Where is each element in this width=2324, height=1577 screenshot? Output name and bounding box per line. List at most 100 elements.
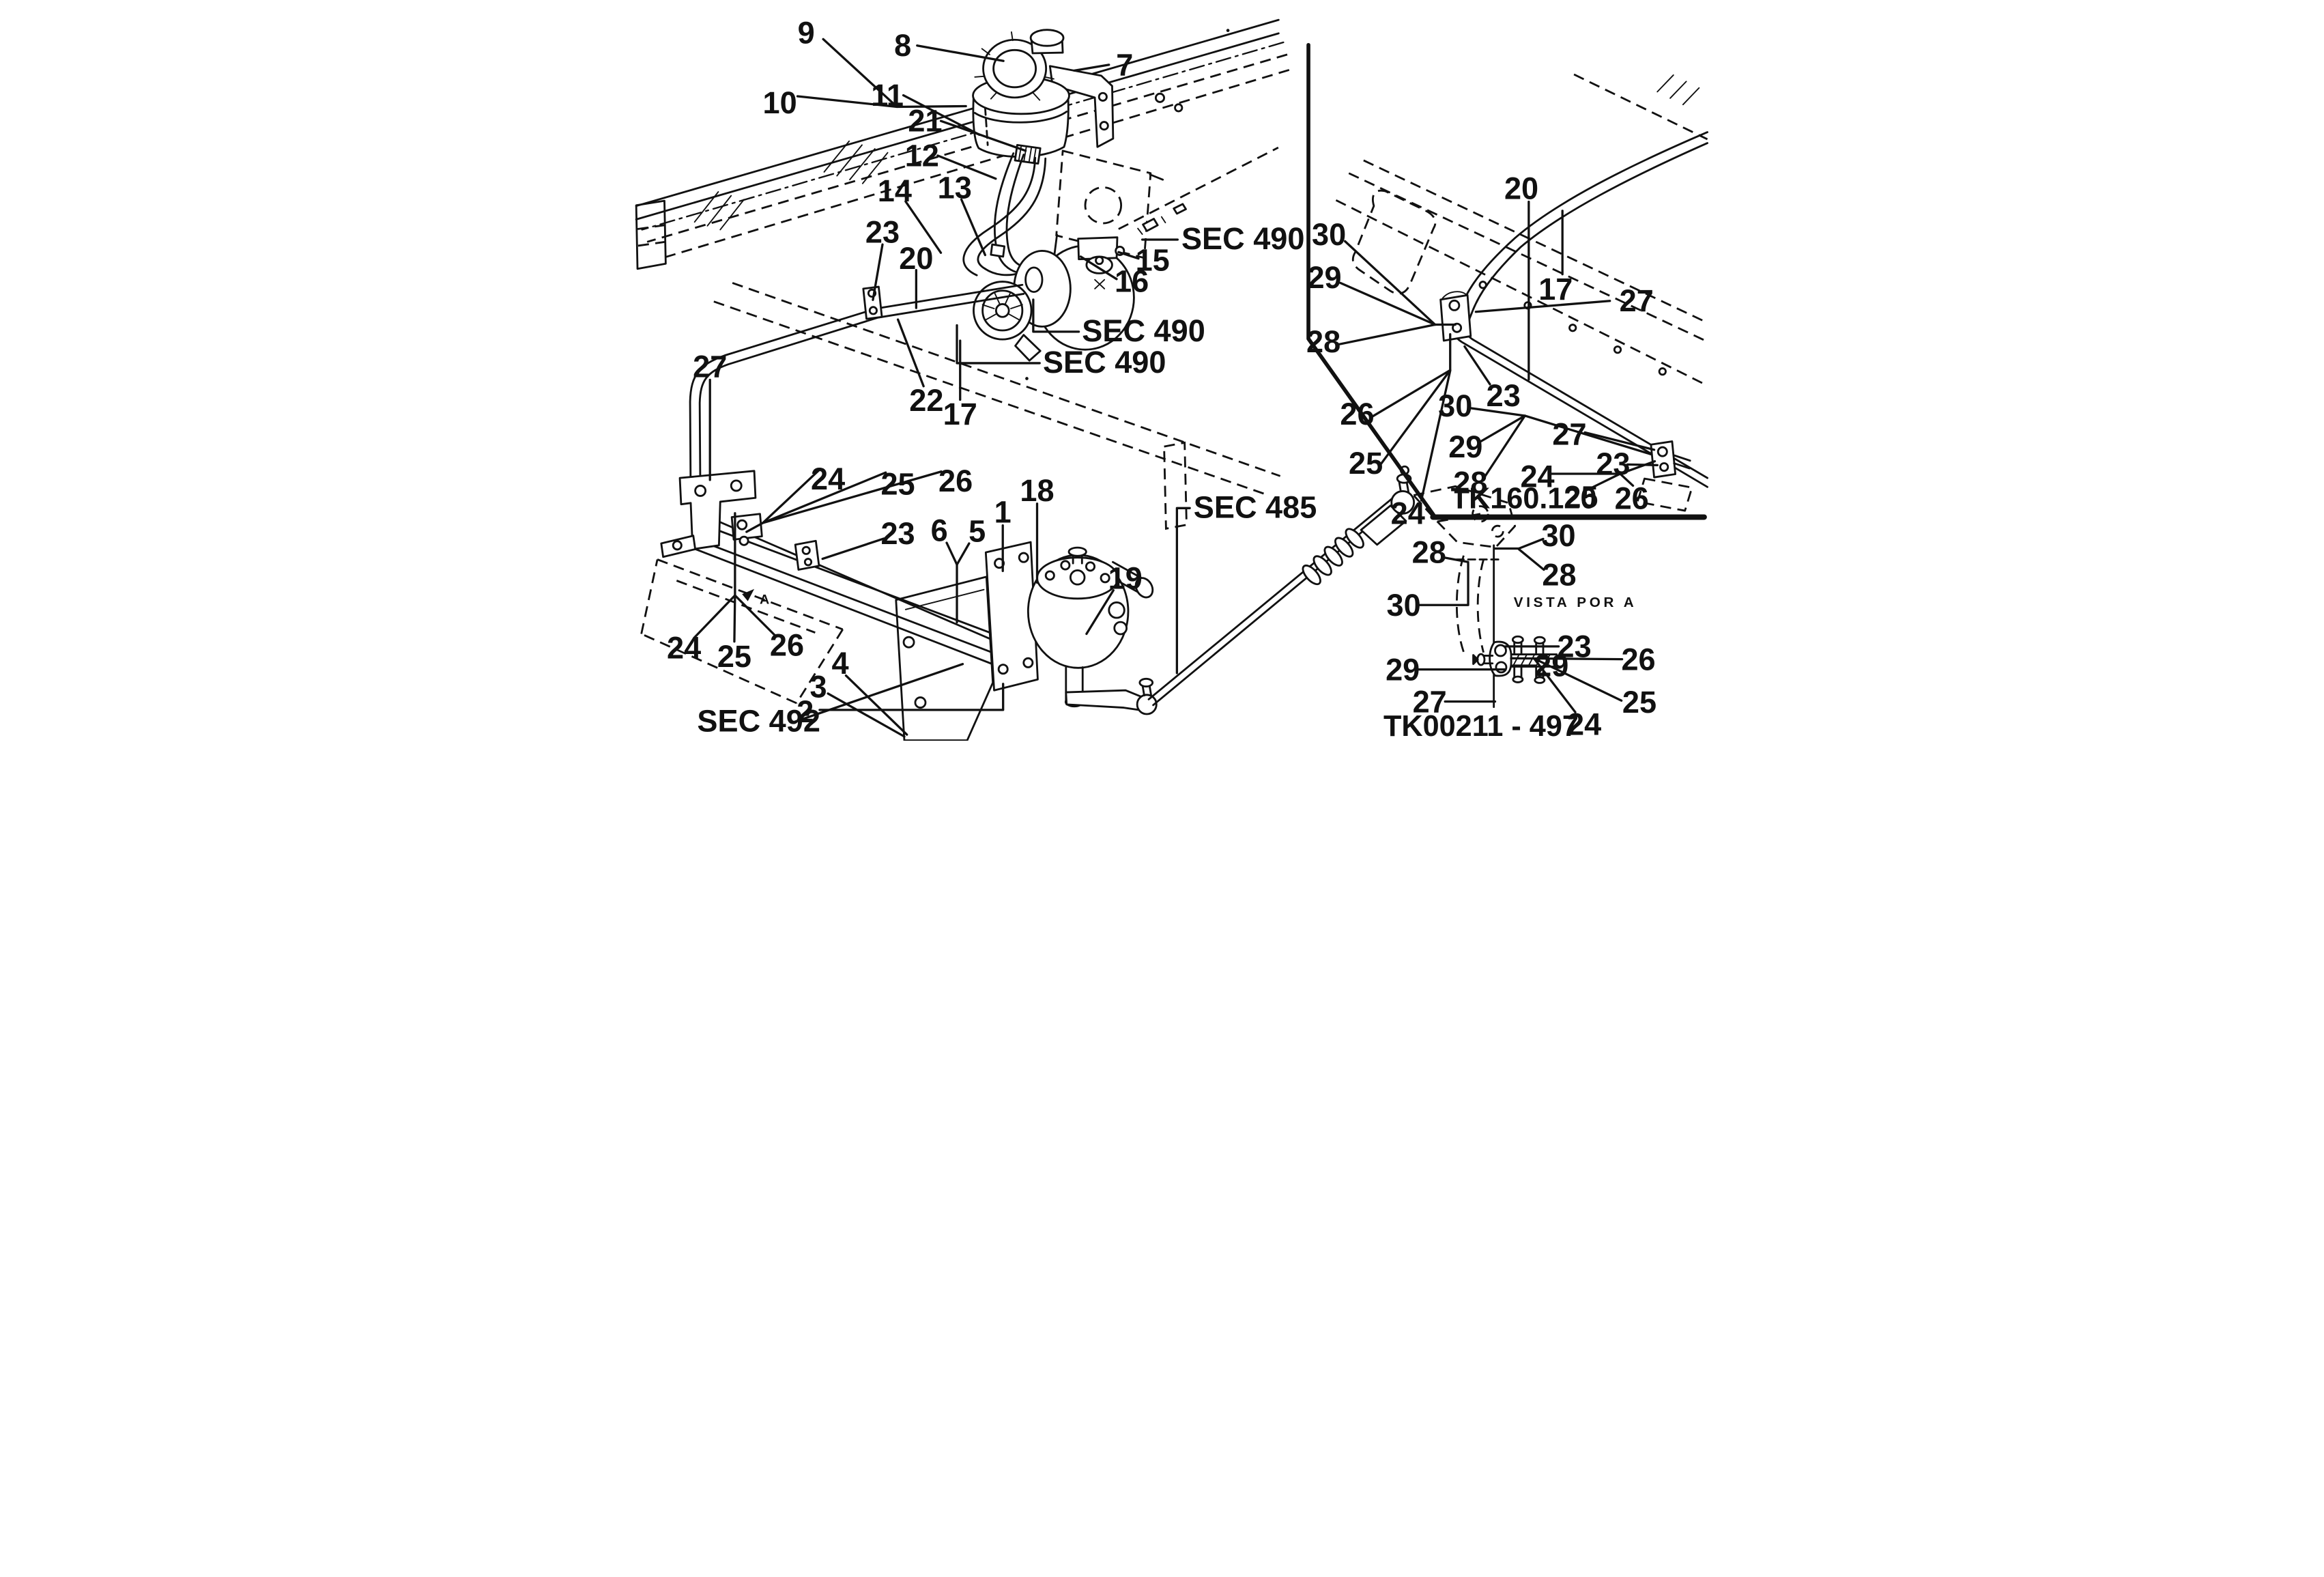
leader-part-27-39 [1474, 300, 1611, 313]
part-label-29: 29 [1448, 429, 1482, 464]
part-label-4: 4 [831, 646, 848, 681]
leader-part-29-42 [1478, 414, 1526, 444]
part-label-29: 29 [1307, 260, 1341, 295]
leader-section-1 [1031, 298, 1080, 333]
leader-part-23-19 [821, 537, 885, 560]
leader-part-30-41 [1468, 407, 1526, 417]
part-label-23: 23 [1596, 446, 1630, 481]
leader-part-4-25 [844, 674, 908, 736]
part-label-28: 28 [1453, 466, 1487, 500]
part-label-24: 24 [1390, 496, 1424, 530]
scan-dot [1024, 377, 1029, 380]
part-label-25: 25 [717, 639, 751, 674]
drag-link [1147, 465, 1516, 707]
frame-post-dashed [1162, 441, 1188, 530]
part-label-25: 25 [1349, 446, 1383, 481]
leader-part-22-13 [896, 318, 925, 388]
frame-bracket-box [1052, 150, 1164, 259]
part-label-5: 5 [969, 514, 986, 549]
leader-part-12-6 [936, 154, 997, 180]
leader-part-28-52 [1517, 548, 1545, 571]
leader-part-23-9 [871, 243, 884, 301]
leader-part-24-37 [1420, 369, 1451, 502]
leader-part-7-2 [1072, 63, 1110, 72]
part-label-2: 2 [797, 694, 814, 729]
leader-part-16-12 [1079, 255, 1118, 281]
leader-part-25-17 [761, 471, 887, 524]
leader-part-10-3 [796, 95, 898, 109]
part-label-29: 29 [1386, 653, 1420, 687]
leader-part-26-30 [733, 594, 776, 637]
part-label-27: 27 [693, 350, 727, 384]
leader-part-2-27 [818, 683, 1004, 711]
part-label-9: 9 [797, 15, 814, 50]
leader-part-28-34 [1338, 323, 1457, 345]
section-label-vista-por-a: VISTA POR A [1513, 595, 1637, 610]
part-label-23: 23 [865, 215, 899, 250]
part-label-26: 26 [1340, 397, 1374, 431]
leader-part-11-4 [902, 94, 981, 136]
leader-section-2 [955, 324, 1041, 365]
part-label-23: 23 [1486, 378, 1520, 413]
part-label-30: 30 [1438, 388, 1472, 423]
part-label-7: 7 [1116, 47, 1133, 82]
part-label-21: 21 [908, 104, 942, 139]
section-label-a: A [760, 592, 769, 607]
part-label-27: 27 [1619, 283, 1653, 318]
leader-part-25-58 [1532, 657, 1622, 702]
part-label-17: 17 [943, 397, 977, 431]
part-label-17: 17 [1538, 272, 1573, 307]
part-label-8: 8 [894, 28, 911, 63]
leader-part-26-48 [1618, 472, 1634, 487]
leader-part-28-49 [1442, 556, 1469, 563]
part-label-23: 23 [880, 516, 915, 551]
part-label-19: 19 [1108, 560, 1142, 595]
part-label-30: 30 [1541, 518, 1575, 553]
part-label-24: 24 [1520, 459, 1554, 494]
part-label-22: 22 [909, 383, 943, 418]
leader-part-23-40 [1463, 345, 1491, 386]
leader-part-3-26 [826, 692, 906, 738]
leader-part-25-47 [1592, 472, 1621, 488]
part-label-26: 26 [1621, 642, 1655, 677]
chassis-frame-rail [635, 18, 1289, 496]
part-label-28: 28 [1306, 324, 1340, 359]
part-label-3: 3 [809, 670, 827, 705]
part-label-24: 24 [667, 631, 701, 666]
part-label-12: 12 [904, 138, 938, 173]
part-label-30: 30 [1312, 217, 1346, 252]
part-label-20: 20 [1504, 171, 1538, 205]
part-label-15: 15 [1135, 243, 1169, 278]
leader-section-3 [1175, 507, 1191, 674]
leader-part-15-11 [1117, 251, 1140, 260]
leader-part-19-24 [1085, 588, 1115, 636]
part-label-18: 18 [1020, 473, 1054, 508]
front-bracket [659, 470, 763, 601]
section-label-sec-485: SEC 485 [1193, 489, 1317, 524]
part-label-26: 26 [938, 464, 973, 498]
leader-part-24-59 [1532, 657, 1577, 713]
leader-part-14-7 [904, 200, 942, 254]
part-label-14: 14 [877, 173, 911, 208]
part-label-26: 26 [1614, 481, 1648, 516]
part-label-25: 25 [1564, 479, 1598, 514]
section-label-sec-492: SEC 492 [697, 703, 820, 738]
section-label-tk00211-497: TK00211 - 497 [1383, 710, 1578, 741]
part-label-10: 10 [762, 85, 797, 120]
leader-part-30-50 [1417, 562, 1469, 606]
part-label-13: 13 [937, 170, 971, 205]
part-label-27: 27 [1552, 417, 1586, 452]
leader-part-21-5 [939, 119, 1027, 152]
section-label-sec-490: SEC 490 [1042, 345, 1166, 380]
view-a-arrow [741, 588, 754, 601]
part-label-25: 25 [1622, 685, 1656, 720]
leader-part-29-33 [1338, 281, 1436, 326]
part-label-20: 20 [899, 241, 933, 276]
leader-part-27-44 [1583, 431, 1655, 451]
leader-part-8-1 [915, 44, 1005, 62]
leader-part-28-43 [1483, 414, 1652, 478]
rail-hatching [693, 140, 888, 231]
part-label-1: 1 [994, 494, 1011, 529]
